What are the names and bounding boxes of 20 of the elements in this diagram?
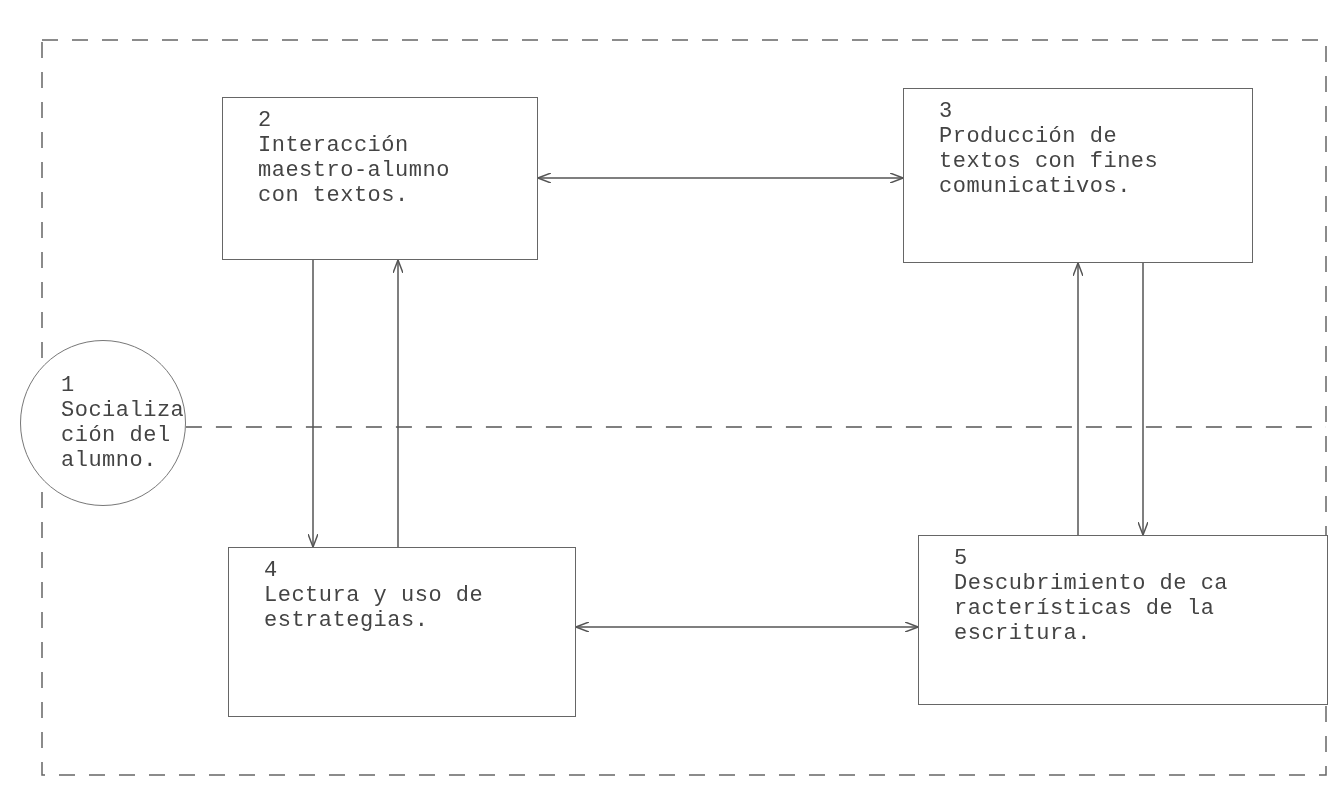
step-number: 1: [61, 373, 76, 398]
step-text: Socializa ción del alumno.: [61, 398, 186, 473]
process-box: [903, 88, 1253, 263]
step-number: 4: [264, 558, 279, 583]
step-text: Lectura y uso de estrategias.: [264, 583, 485, 633]
step-text: Interacción maestro-alumno con textos.: [258, 133, 451, 208]
step-text: Descubrimiento de ca racterísticas de la escritura.: [954, 571, 1230, 646]
step-text: Producción de textos con fines comunicativos.: [939, 124, 1160, 199]
arrow: [575, 621, 919, 633]
process-box: [222, 97, 538, 260]
arrow: [307, 259, 319, 548]
step-number: 2: [258, 108, 273, 133]
arrow: [1137, 262, 1149, 536]
process-box: [918, 535, 1328, 705]
arrow: [392, 259, 404, 548]
process-box: [228, 547, 576, 717]
step-number: 5: [954, 546, 969, 571]
step-number: 3: [939, 99, 954, 124]
arrow: [537, 172, 904, 184]
arrow: [1072, 262, 1084, 536]
